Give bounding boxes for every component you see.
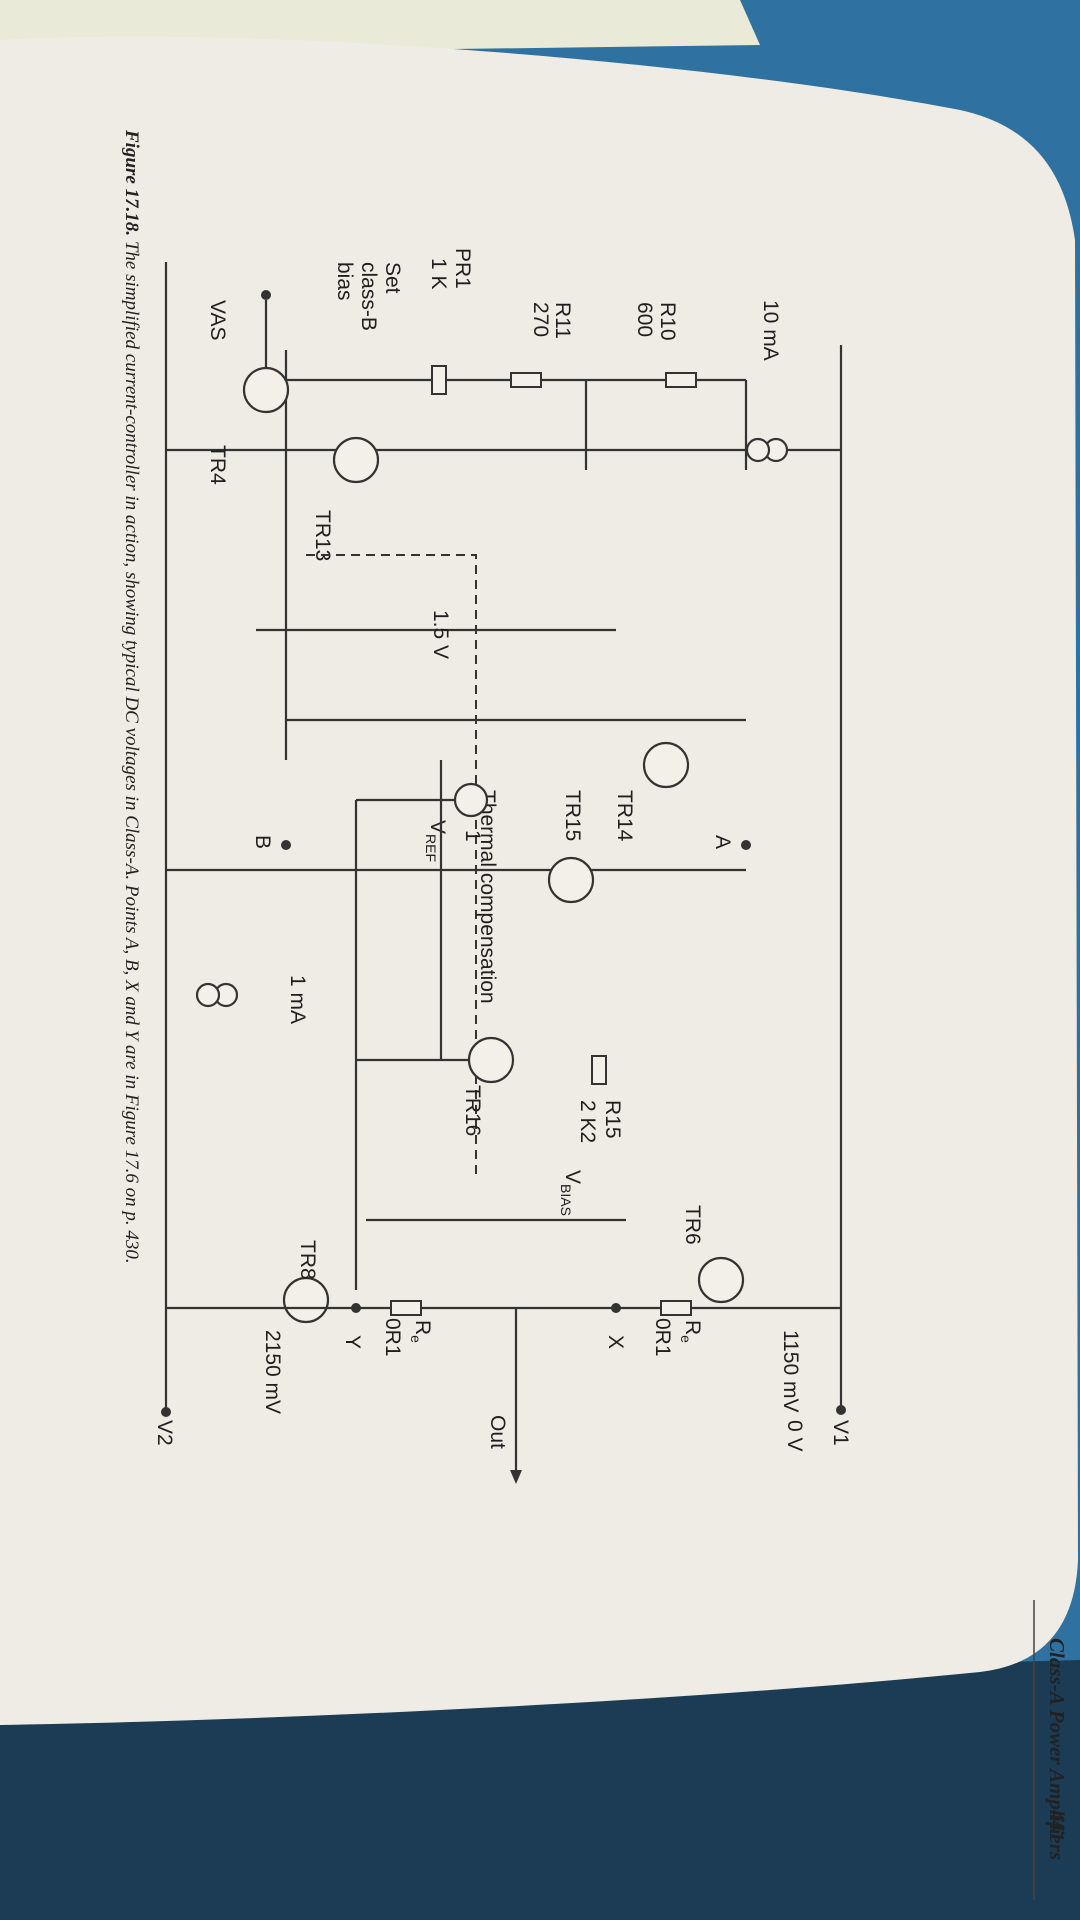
label-1150mv: 1150 mV	[779, 1330, 802, 1413]
terminal-vas	[261, 290, 271, 300]
label-1: 1	[461, 830, 484, 842]
label-v1: V1	[829, 1420, 852, 1446]
transistor-tr4	[242, 366, 290, 414]
resistor-r11	[510, 372, 542, 388]
label-pr1-value: 1 K	[427, 258, 450, 290]
label-r15-value: 2 K2	[576, 1100, 599, 1143]
label-2150mv: 2150 mV	[261, 1330, 284, 1414]
transistor-tr15	[547, 856, 595, 904]
label-set: Set	[381, 262, 404, 294]
label-b: B	[251, 835, 274, 849]
page-number: 441	[1045, 1809, 1069, 1842]
transistor-tr6	[697, 1256, 745, 1304]
label-15v: 1.5 V	[429, 610, 452, 659]
caption-label: Figure 17.18.	[121, 129, 142, 236]
label-vbias: VBIAS	[558, 1170, 584, 1216]
shadow	[0, 1660, 1080, 1920]
transistor-tr16	[467, 1036, 515, 1084]
label-re-lower: Re	[408, 1320, 434, 1343]
transistor-tr8	[282, 1276, 330, 1324]
node-b	[281, 840, 291, 850]
terminal-v2	[161, 1407, 171, 1417]
out-arrow	[510, 1470, 522, 1484]
label-re-upper: Re	[678, 1320, 704, 1343]
label-out: Out	[486, 1415, 509, 1449]
label-x: X	[604, 1335, 627, 1349]
caption-text: The simplified current-controller in act…	[121, 241, 142, 1264]
label-tr6: TR6	[681, 1205, 704, 1245]
label-tr8: TR8	[296, 1240, 319, 1280]
label-0v: 0 V	[783, 1420, 806, 1452]
potentiometer-pr1	[431, 365, 447, 395]
label-10ma: 10 mA	[759, 300, 782, 361]
resistor-re-upper	[660, 1300, 692, 1316]
label-bias: bias	[333, 262, 356, 301]
label-y: Y	[341, 1335, 364, 1349]
current-source-10ma-b	[745, 437, 771, 463]
label-v2: V2	[153, 1420, 176, 1446]
label-a: A	[711, 835, 734, 849]
current-source-1ma-b	[195, 982, 221, 1008]
figure-caption: Figure 17.18. The simplified current-con…	[121, 129, 142, 1264]
label-r11: R11	[551, 302, 574, 339]
node-y	[351, 1303, 361, 1313]
label-pr1: PR1	[451, 248, 474, 289]
resistor-r15	[591, 1055, 607, 1085]
label-r15: R15	[601, 1100, 624, 1139]
resistor-re-lower	[390, 1300, 422, 1316]
label-r11-value: 270	[529, 302, 552, 337]
transistor-tr13	[332, 436, 380, 484]
label-vref: VREF	[423, 820, 449, 862]
page	[0, 36, 1078, 1725]
terminal-v1	[836, 1405, 846, 1415]
node-a	[741, 840, 751, 850]
resistor-r10	[665, 372, 697, 388]
label-tr15: TR15	[561, 790, 584, 841]
label-1ma: 1 mA	[286, 975, 309, 1024]
label-vas: VAS	[206, 300, 229, 340]
thermal-link	[306, 554, 477, 1180]
label-thermal: Thermal compensation	[476, 790, 499, 1004]
transistor-tr14	[642, 741, 690, 789]
label-re-lower-value: 0R1	[381, 1318, 404, 1357]
label-r10-value: 600	[633, 302, 656, 337]
label-tr4: TR4	[206, 445, 229, 485]
node-x	[611, 1303, 621, 1313]
voltage-reference-source	[453, 782, 489, 818]
running-header: Class-A Power Amplifiers	[1045, 1638, 1069, 1860]
label-r10: R10	[656, 302, 679, 341]
label-tr13: TR13	[311, 510, 334, 561]
rotated-content: Class-A Power Amplifiers 441 Figure 17.1…	[121, 129, 1069, 1900]
label-re-upper-value: 0R1	[651, 1318, 674, 1357]
label-tr16: TR16	[461, 1085, 484, 1136]
label-tr14: TR14	[613, 790, 636, 842]
label-class-b: class-B	[357, 262, 380, 331]
